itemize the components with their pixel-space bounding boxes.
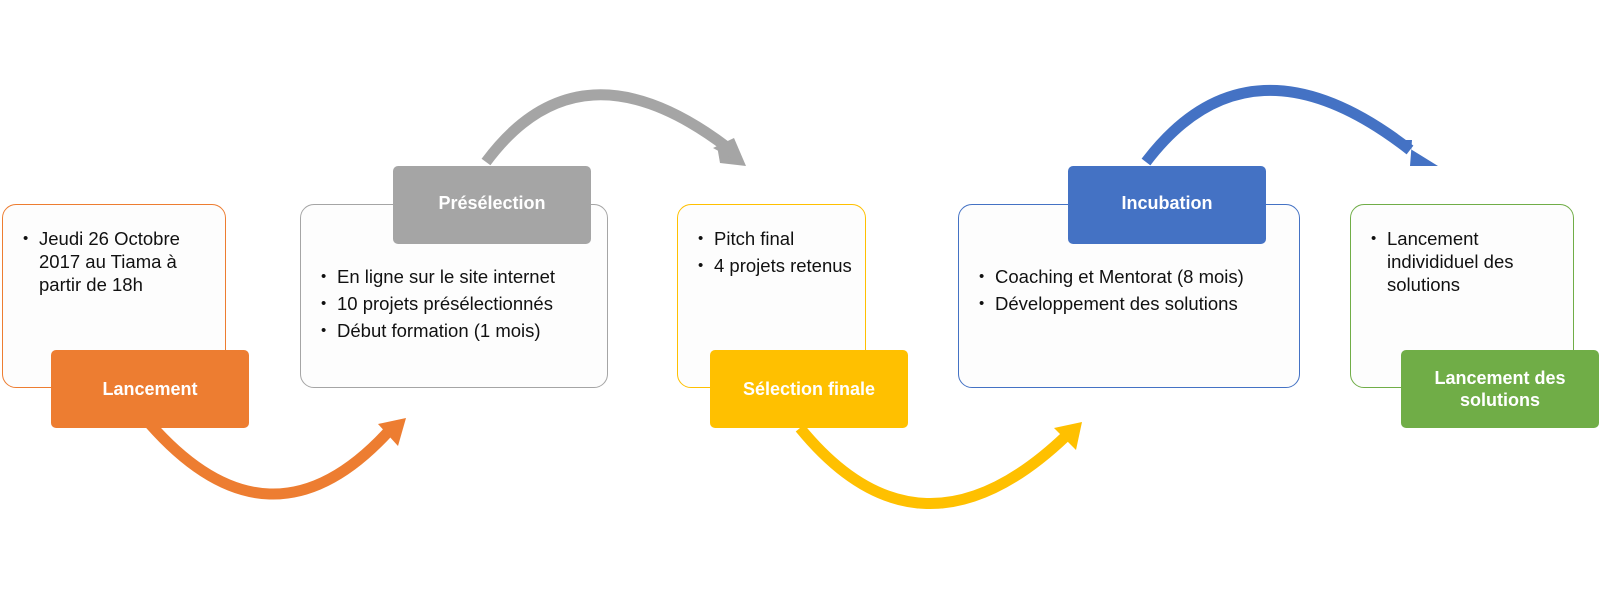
arrow-incubation-to-lancement — [1141, 84, 1438, 166]
arrow-lancement-to-preselection — [145, 418, 406, 500]
step-label-lancement: Lancement — [51, 350, 249, 428]
bullet-item: En ligne sur le site internet — [321, 265, 593, 288]
bullet-item: 10 projets présélectionnés — [321, 292, 593, 315]
bullet-item: Début formation (1 mois) — [321, 319, 593, 342]
bullet-item: Lancement individiduel des solutions — [1371, 227, 1559, 296]
step-label-incubation: Incubation — [1068, 166, 1266, 244]
bullet-item: 4 projets retenus — [698, 254, 855, 277]
arrow-preselection-to-selection — [481, 89, 746, 166]
arrow-selection-to-incubation — [795, 422, 1082, 510]
bullet-item: Pitch final — [698, 227, 855, 250]
step-label-selection-finale: Sélection finale — [710, 350, 908, 428]
bullet-item: Jeudi 26 Octobre 2017 au Tiama à partir … — [23, 227, 211, 296]
bullet-item: Coaching et Mentorat (8 mois) — [979, 265, 1285, 288]
step-label-lancement-solutions: Lancement des solutions — [1401, 350, 1599, 428]
step-label-preselection: Présélection — [393, 166, 591, 244]
bullet-item: Développement des solutions — [979, 292, 1285, 315]
